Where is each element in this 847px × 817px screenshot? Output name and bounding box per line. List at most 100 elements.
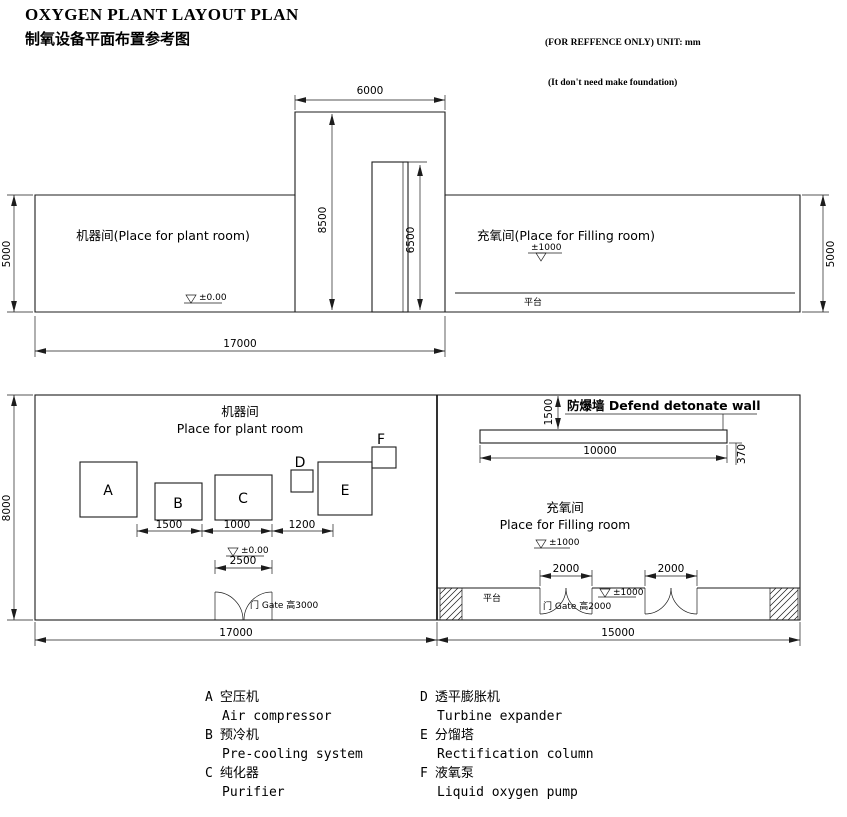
equipment-b: B [154,482,203,521]
equipment-d-label: D [295,455,306,471]
plan-plant-room-en: Place for plant room [177,421,304,436]
dim-plan-widths: 17000 15000 [34,622,801,646]
dim-wall-length: 10000 [479,445,728,463]
door-arc-icon [539,587,567,615]
filling-gate-door-1 [539,587,593,615]
door-arc-icon [644,587,672,615]
plan-plant-room-cn: 机器间 [221,404,259,419]
elevation-level-1000: ±1000 [531,243,562,253]
equipment-f: F [371,432,397,469]
dim-room-depth-value: 8000 [1,495,13,522]
elevation-view: 平台 机器间(Place for plant room) 充氧间(Place f… [1,85,837,357]
dim-plant-gate-value: 2500 [230,555,257,567]
equipment-c-label: C [238,491,248,507]
dim-room-depth: 8000 [1,394,33,621]
note-reference: (FOR REFFENCE ONLY) UNIT: mm [545,37,701,48]
dim-filling-width-value: 15000 [601,627,634,639]
level-triangle-icon [185,294,197,304]
dim-gap-ab-value: 1500 [156,519,183,531]
dim-elevation-width: 17000 [34,316,446,357]
legend-item-b-en: Pre-cooling system [222,747,363,762]
tower-door [371,161,409,313]
equipment-c: C [214,474,273,521]
dim-tower-height-value: 8500 [317,207,329,234]
door-arc-icon [214,591,244,621]
dim-filling-gate2-value: 2000 [658,563,685,575]
dim-tower-height: 8500 [317,114,335,310]
elevation-filling-room-label: 充氧间(Place for Filling room) [477,228,655,243]
plan-level-zero-marker: ±0.00 [226,546,269,557]
wall-hatch-right [769,587,799,621]
filling-gate-label: 门 Gate 高2000 [543,600,611,612]
wall-hatch-left [439,587,463,621]
equipment-d: D [290,455,314,493]
level-triangle-icon [227,547,239,557]
dim-plant-width-value: 17000 [219,627,252,639]
gate-level-1000-marker: ±1000 [598,588,644,598]
dim-door-height-value: 6500 [405,227,417,254]
plan-level-1000: ±1000 [549,538,580,548]
filling-gate-door-2 [644,587,698,615]
plan-filling-room-cn: 充氧间 [546,500,584,515]
elevation-level-1000-marker: ±1000 [528,243,562,262]
dim-left-wall-height-value: 5000 [1,241,13,268]
door-arc-icon [670,587,698,615]
plan-view: 机器间 Place for plant room A B C D E F [1,394,801,646]
dim-elevation-width-value: 17000 [223,338,256,350]
equipment-a-label: A [103,483,113,499]
plan-platform-label: 平台 [483,592,501,604]
dim-left-wall-height: 5000 [1,194,33,313]
elevation-platform-label: 平台 [524,296,542,308]
dim-tower-width-value: 6000 [357,85,384,97]
dim-equipment-gaps: 1500 1000 1200 [136,519,334,537]
door-arc-icon [243,591,273,621]
dim-tower-width: 6000 [294,85,446,110]
dim-gap-bc-value: 1000 [224,519,251,531]
equipment-b-label: B [173,496,183,512]
elevation-level-zero: ±0.00 [199,293,227,303]
dim-wall-offset: 1500 [543,396,561,429]
level-triangle-icon [535,252,547,262]
dim-right-wall-height: 5000 [802,194,837,313]
legend-item-a-en: Air compressor [222,709,332,724]
dim-door-height: 6500 [405,161,427,310]
equipment-f-label: F [377,432,385,448]
dim-gap-ce-value: 1200 [289,519,316,531]
plan-filling-room-en: Place for Filling room [500,517,631,532]
legend-item-c-en: Purifier [222,785,285,800]
legend-item-f-en: Liquid oxygen pump [437,785,578,800]
dim-wall-offset-value: 1500 [543,399,555,426]
page-title: OXYGEN PLANT LAYOUT PLAN [25,5,299,24]
plant-gate-label: 门 Gate 高3000 [250,599,318,611]
level-triangle-icon [599,588,611,598]
dim-filling-gate1-value: 2000 [553,563,580,575]
defend-wall-label: 防爆墙 Defend detonate wall [567,398,761,413]
equipment-a: A [79,461,138,518]
level-triangle-icon [535,539,547,549]
dim-plant-gate: 2500 [214,555,273,574]
plan-level-1000-marker: ±1000 [534,538,580,549]
dim-right-wall-height-value: 5000 [825,241,837,268]
equipment-e: E [317,461,373,516]
dim-wall-thickness-value: 370 [736,444,748,464]
dim-filling-gates: 2000 2000 [539,563,698,586]
elevation-plant-room-label: 机器间(Place for plant room) [76,228,250,243]
note-foundation: (It don't need make foundation) [548,77,677,88]
elevation-outline [34,111,801,313]
equipment-e-label: E [341,483,350,499]
dim-wall-thickness: 370 [729,442,748,465]
plan-outline [34,394,801,621]
dim-wall-length-value: 10000 [583,445,616,457]
gate-level-1000: ±1000 [613,588,644,598]
plant-gate-door: 门 Gate 高3000 [35,591,437,621]
header: OXYGEN PLANT LAYOUT PLAN 制氧设备平面布置参考图 (FO… [25,5,701,88]
plan-level-zero: ±0.00 [241,546,269,556]
